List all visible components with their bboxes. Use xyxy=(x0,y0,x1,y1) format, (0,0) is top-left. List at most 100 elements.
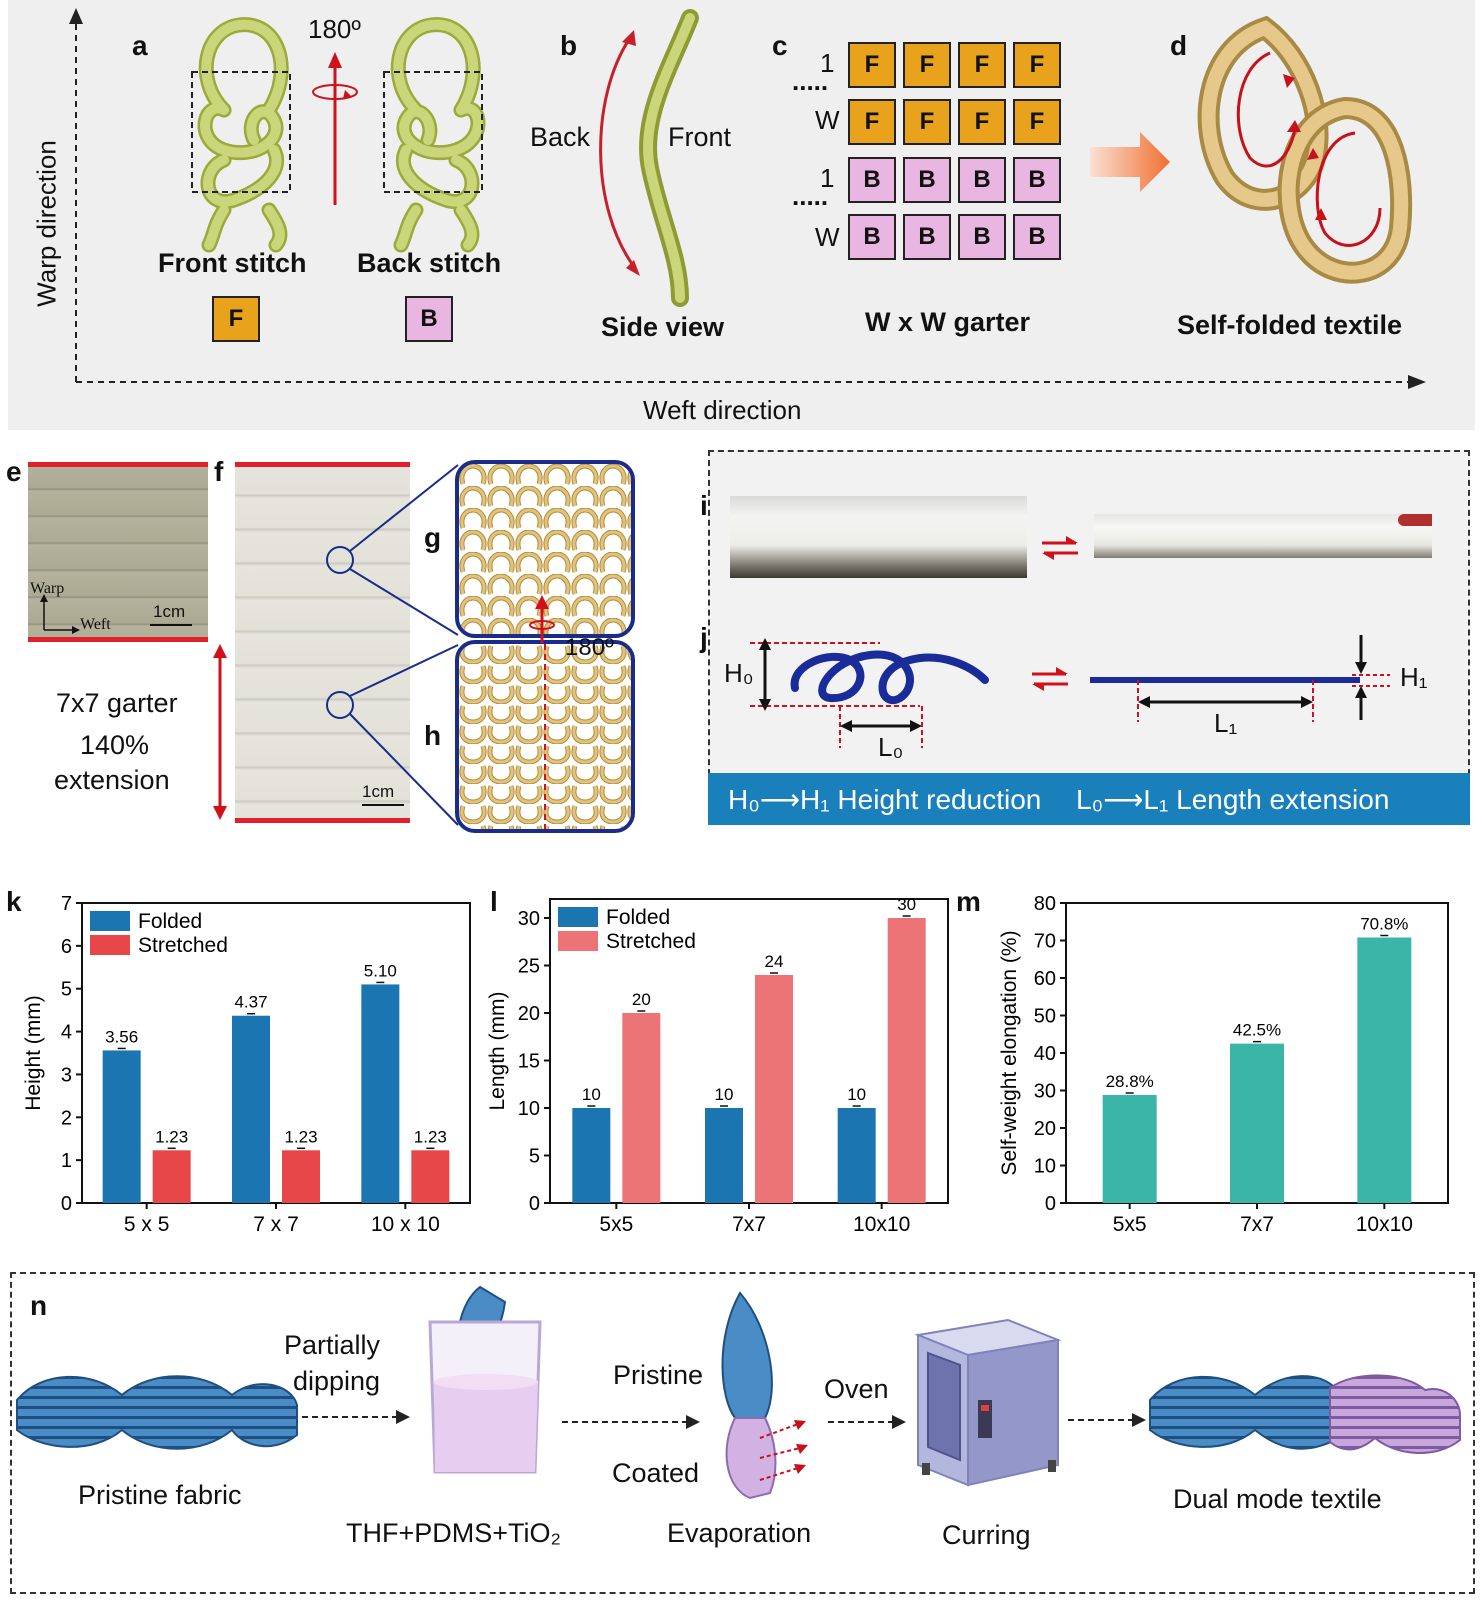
garter-cell: F xyxy=(1013,99,1061,145)
side-back-label: Back xyxy=(530,122,591,152)
y-axis-label: Height (mm) xyxy=(22,995,45,1111)
back-stitch-label: Back stitch xyxy=(357,248,502,278)
value-label: 10 xyxy=(715,1085,734,1104)
step-arrow-4 xyxy=(1068,1413,1146,1427)
panel-label-g: g xyxy=(424,522,442,553)
self-folded-textile-illustration xyxy=(1197,15,1413,284)
photo-edge-top-f xyxy=(235,462,410,467)
value-label: 1.23 xyxy=(414,1127,447,1146)
panel-label-b: b xyxy=(560,30,578,61)
legend-label: Folded xyxy=(606,906,670,929)
panel-label-i: i xyxy=(700,490,708,521)
pristine-label: Pristine xyxy=(613,1360,704,1390)
x-tick-label: 10x10 xyxy=(853,1213,910,1236)
dual-mode-caption: Dual mode textile xyxy=(1173,1484,1382,1514)
warp-axis-label: Warp direction xyxy=(31,140,62,307)
equilibrium-arrow-i xyxy=(1042,536,1078,560)
y-tick-label: 60 xyxy=(1034,968,1056,990)
dipping-beaker-illustration xyxy=(428,1285,542,1474)
fabric-photo-f xyxy=(235,464,410,822)
bar xyxy=(887,918,926,1203)
side-view-caption: Side view xyxy=(601,312,725,342)
garter-cell: B xyxy=(958,157,1006,203)
bar xyxy=(102,1050,141,1203)
panel-label-j: j xyxy=(700,622,708,653)
value-label: 24 xyxy=(765,952,784,971)
garter-cell: B xyxy=(848,214,896,260)
y-tick-label: 0 xyxy=(1045,1193,1056,1215)
value-label: 28.8% xyxy=(1106,1072,1154,1091)
back-symbol: B xyxy=(405,296,453,342)
y-tick-label: 4 xyxy=(61,1022,72,1044)
garter-cell: B xyxy=(958,214,1006,260)
evaporation-label: Evaporation xyxy=(667,1518,812,1548)
bar xyxy=(1357,937,1412,1203)
legend-label: Folded xyxy=(138,910,202,933)
bar xyxy=(411,1150,450,1203)
step-arrow-1 xyxy=(302,1410,410,1424)
y-tick-label: 5 xyxy=(529,1146,540,1168)
l0-label: L₀ xyxy=(878,732,904,762)
photo-edge-bottom-e xyxy=(28,637,208,642)
y-tick-label: 0 xyxy=(61,1193,72,1215)
garter-caption: W x W garter xyxy=(865,307,1031,337)
y-tick-label: 40 xyxy=(1034,1043,1056,1065)
garter-annotation-2: 140% xyxy=(80,730,150,760)
l1-label: L₁ xyxy=(1214,708,1238,738)
bar xyxy=(837,1108,876,1203)
x-tick-label: 7x7 xyxy=(1240,1213,1274,1236)
y-tick-label: 10 xyxy=(1034,1156,1056,1178)
x-tick-label: 5 x 5 xyxy=(124,1213,170,1236)
transition-arrow xyxy=(1090,132,1170,192)
value-label: 30 xyxy=(897,895,916,914)
y-tick-label: 6 xyxy=(61,936,72,958)
photo-edge-bottom-f xyxy=(235,818,410,823)
value-label: 5.10 xyxy=(364,961,397,980)
bar xyxy=(361,984,400,1203)
banner-length-text: L₀⟶L₁ Length extension xyxy=(1076,784,1390,815)
y-tick-label: 7 xyxy=(61,893,72,915)
side-front-label: Front xyxy=(668,122,732,152)
y-tick-label: 0 xyxy=(529,1193,540,1215)
y-tick-label: 80 xyxy=(1034,893,1056,915)
garter-cell: F xyxy=(848,99,896,145)
zoom-connectors xyxy=(326,464,459,826)
panel-label-n: n xyxy=(30,1290,48,1321)
rotation-label-h: 180º xyxy=(565,634,614,661)
grid-dots-a: ..... xyxy=(792,66,829,96)
bar xyxy=(705,1108,743,1203)
bar xyxy=(152,1150,191,1203)
x-tick-label: 5x5 xyxy=(1113,1213,1147,1236)
x-tick-label: 5x5 xyxy=(599,1213,633,1236)
bar xyxy=(1102,1095,1157,1203)
knit-detail-h xyxy=(455,640,635,833)
coated-label: Coated xyxy=(612,1458,700,1488)
dipping-label: dipping xyxy=(293,1366,381,1396)
garter-cell: F xyxy=(903,99,951,145)
value-label: 10 xyxy=(847,1085,866,1104)
back-stitch-illustration xyxy=(383,17,486,253)
grid-dots-b: ..... xyxy=(792,181,829,211)
warp-label-e: Warp xyxy=(30,580,65,597)
bar xyxy=(282,1150,320,1203)
value-label: 4.37 xyxy=(234,993,267,1012)
rotation-arrow-a xyxy=(312,52,358,205)
y-tick-label: 2 xyxy=(61,1107,72,1129)
side-view-illustration xyxy=(599,9,699,307)
panel-label-l: l xyxy=(490,886,498,917)
self-folded-caption: Self-folded textile xyxy=(1177,310,1403,340)
y-tick-label: 1 xyxy=(61,1150,72,1172)
panel-label-k: k xyxy=(6,886,22,917)
garter-cell: F xyxy=(958,99,1006,145)
fold-schematic xyxy=(750,635,1390,748)
grid-row-wb: W xyxy=(815,222,840,252)
rotation-label-a: 180º xyxy=(308,14,361,44)
x-tick-label: 7 x 7 xyxy=(253,1213,299,1236)
x-tick-label: 10 x 10 xyxy=(371,1213,440,1236)
garter-cell: F xyxy=(958,42,1006,88)
value-label: 3.56 xyxy=(105,1027,138,1046)
garter-cell: F xyxy=(903,42,951,88)
